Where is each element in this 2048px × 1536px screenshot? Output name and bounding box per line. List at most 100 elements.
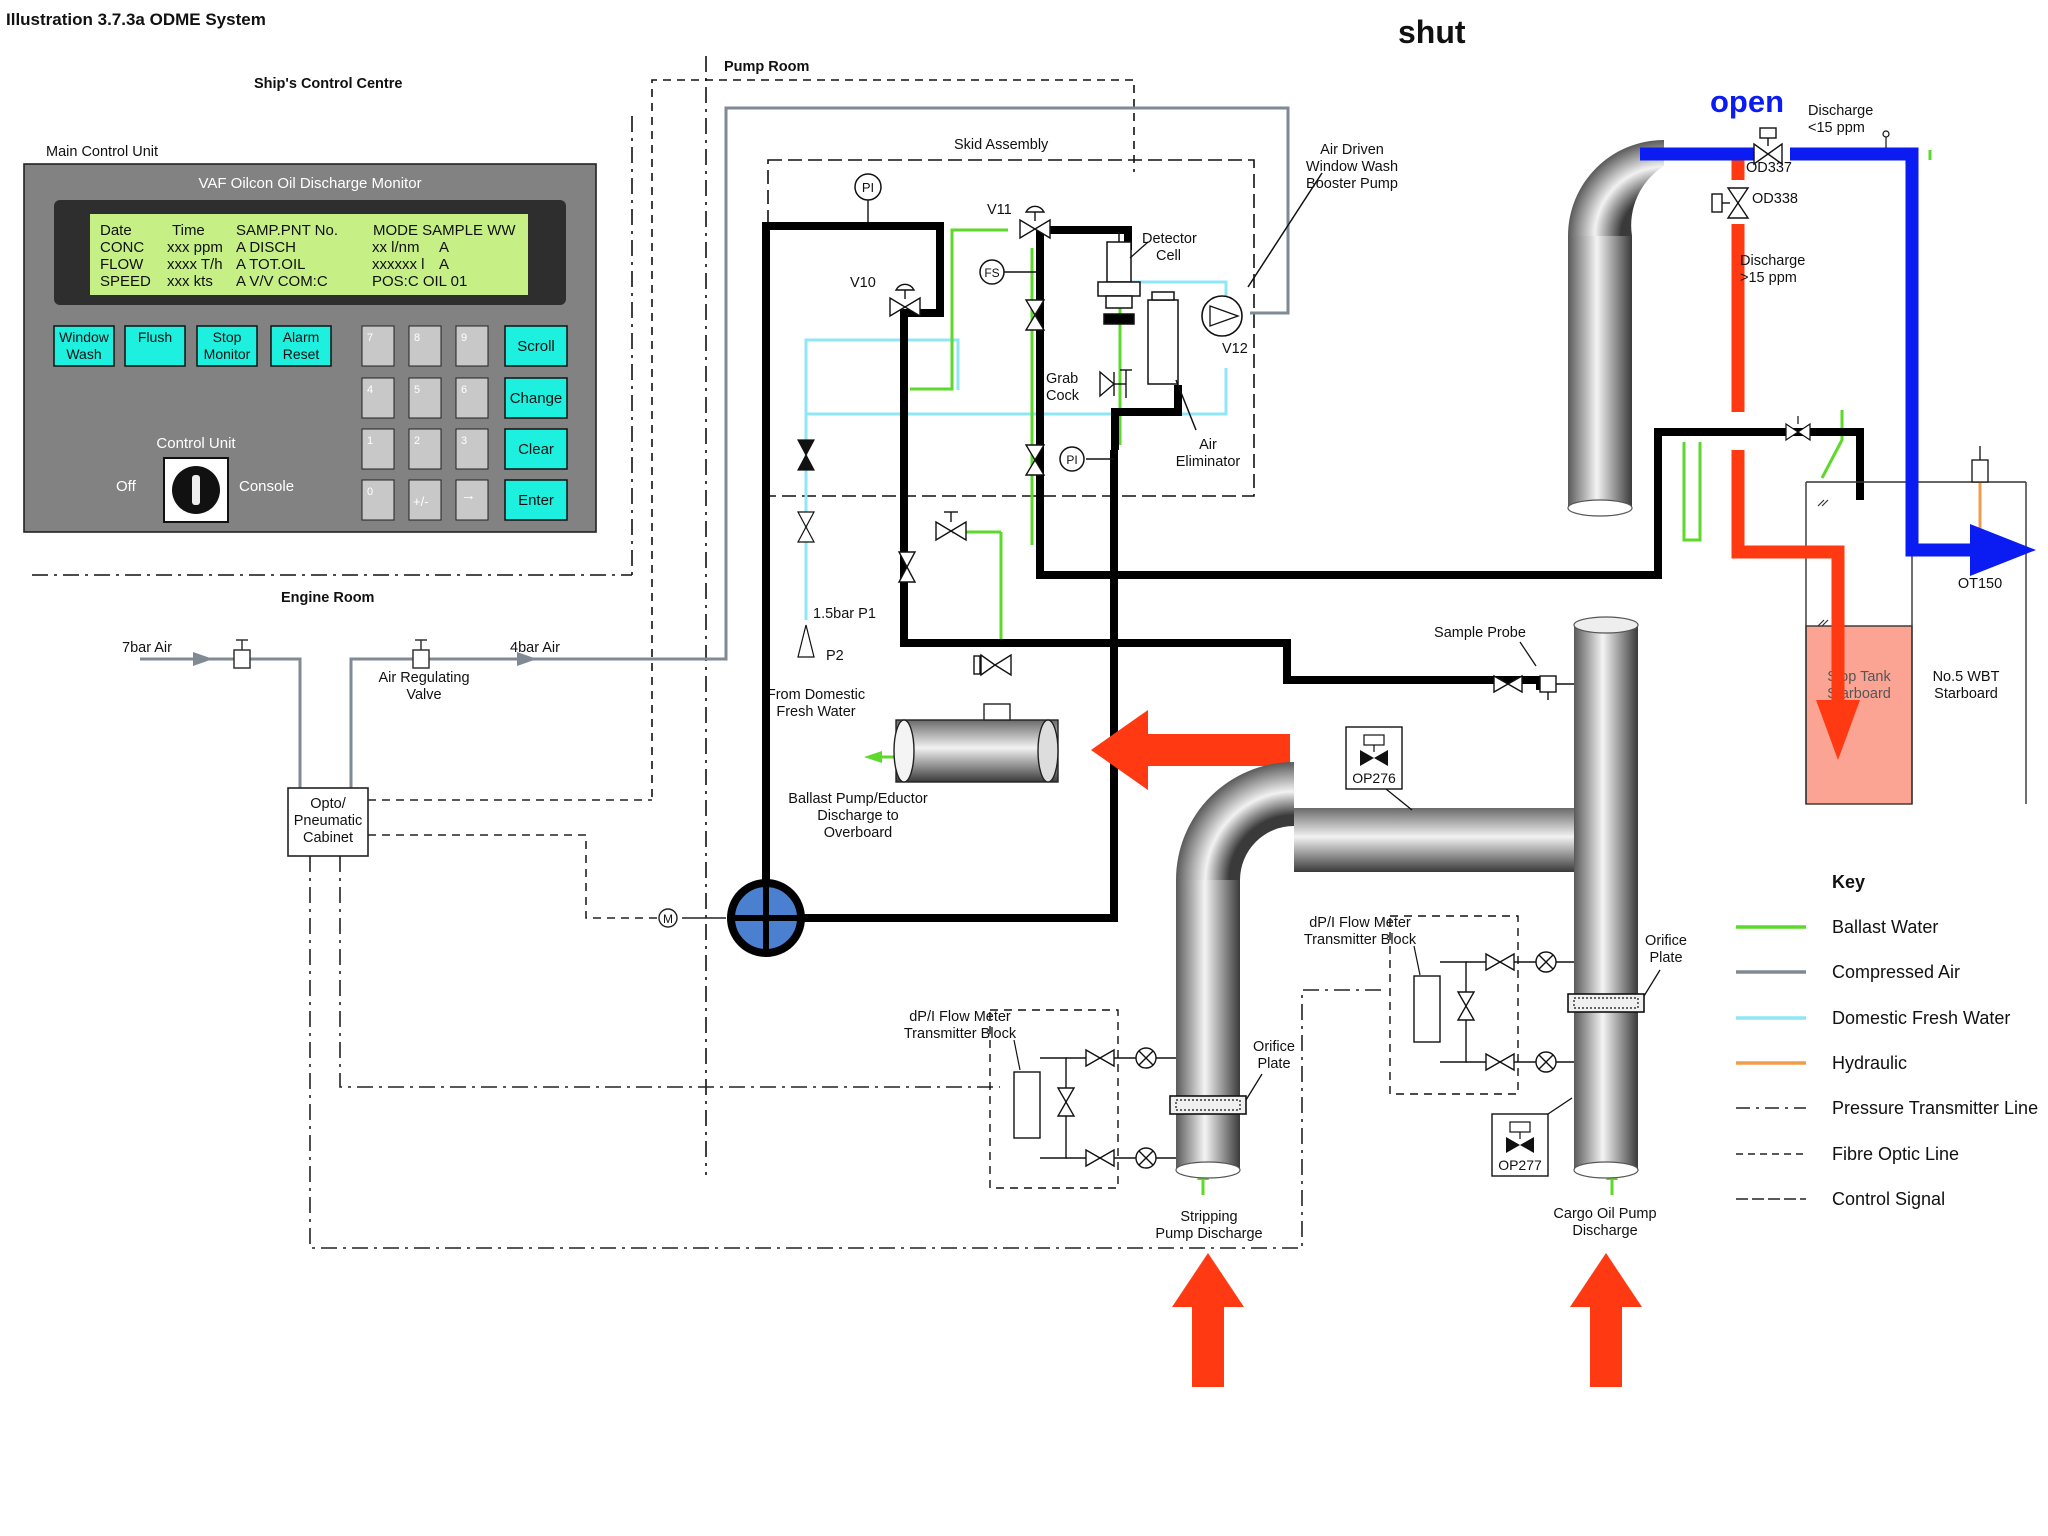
alarm-reset-label-2: Reset [283,346,320,362]
op277-label: OP277 [1498,1157,1542,1173]
stop-monitor-label-1: Stop [213,329,242,345]
keypad-key-7-label: 7 [367,332,373,344]
detector-cell-label-2: Cell [1156,248,1181,264]
lcd-conc-value: xxx ppm [167,239,223,256]
area-skid-assembly: Skid Assembly [954,137,1049,153]
keypad-key-3[interactable]: 3 [455,428,489,470]
lcd-date: Date [100,222,132,239]
air-regulating-valve-label-2: Valve [406,687,441,703]
op276-label: OP276 [1352,770,1396,786]
flowmeter-block-left [989,1009,1176,1189]
overboard-vent-valve [1882,130,1890,148]
sample-probe-label: Sample Probe [1434,625,1526,641]
area-pump-room: Pump Room [724,59,809,75]
air-pump-label-2: Window Wash [1306,159,1398,175]
discharge-open-line [1640,147,1970,557]
fresh-water-label-2: Fresh Water [776,704,855,720]
air-eliminator-label-1: Air [1199,437,1217,453]
keypad-key-arrow[interactable]: → [455,479,489,521]
flush-label: Flush [138,329,172,345]
slop-tank-arrow [1816,700,1860,760]
air-pump-label-3: Booster Pump [1306,176,1398,192]
change-button[interactable]: Change [504,377,568,419]
keypad-key-9-label: 9 [461,332,467,344]
stop-monitor-button[interactable]: Stop Monitor [196,325,258,367]
keypad-key-0-label: 0 [367,486,373,498]
alarm-reset-label-1: Alarm [283,329,320,345]
p2-label: P2 [826,648,844,664]
ballast-water-lines [880,150,1932,1195]
v10-label: V10 [850,275,876,291]
flowmeter-right-label-2: Transmitter Block [1304,932,1417,948]
pi-2-label: PI [1066,453,1077,467]
lcd-litres: xxxxxx l [372,256,425,273]
clear-label: Clear [518,441,554,458]
ballast-pump-label-2: Discharge to [817,808,898,824]
v12-label: V12 [1222,341,1248,357]
lcd-lnm: xx l/nm [372,239,420,256]
keypad-key-6-label: 6 [461,384,467,396]
op276-valve: OP276 [1345,726,1413,811]
mode-selector-switch[interactable] [163,457,229,523]
air-driven-pump [1201,295,1243,337]
lcd-speed: SPEED [100,273,151,290]
cargo-pipe [1573,616,1639,1179]
keypad-key-7[interactable]: 7 [361,325,395,367]
stop-monitor-label-2: Monitor [204,346,251,362]
cargo-pump-label-2: Discharge [1572,1223,1637,1239]
window-wash-label-1: Window [59,329,110,345]
state-open-label: open [1710,84,1784,119]
keypad-key-0[interactable]: 0 [361,479,395,521]
enter-button[interactable]: Enter [504,479,568,521]
keypad: 7 8 9 4 5 6 1 2 3 0 +/- → [361,325,489,521]
air-arrows [193,652,537,666]
keypad-key-1[interactable]: 1 [361,428,395,470]
ballast-eductor [893,703,1059,783]
discharge-lt15-label-1: Discharge [1808,103,1873,119]
key-fibre-optic-line: Fibre Optic Line [1832,1144,1959,1164]
opto-cabinet-label-2: Pneumatic [294,813,363,829]
air-regulating-valve-label-1: Air Regulating [378,670,469,686]
air-4bar-label: 4bar Air [510,640,560,656]
keypad-key-4[interactable]: 4 [361,377,395,419]
keypad-key-4-label: 4 [367,384,373,396]
air-valves [233,639,430,669]
flow-arrow-stripping [1172,1253,1244,1387]
keypad-key-2[interactable]: 2 [408,428,442,470]
scroll-button[interactable]: Scroll [504,325,568,367]
flowmeter-left-label-2: Transmitter Block [904,1026,1017,1042]
area-ships-control-centre: Ship's Control Centre [254,76,402,92]
keypad-key-5[interactable]: 5 [408,377,442,419]
area-engine-room: Engine Room [281,590,374,606]
flow-arrow-cargo [1570,1253,1642,1387]
overboard-arrow [1970,524,2036,576]
area-boundaries [32,56,1255,1175]
area-main-control-unit: Main Control Unit [46,144,158,160]
pi-gauge-bottom: PI [1059,446,1114,472]
window-wash-button[interactable]: Window Wash [53,325,115,367]
off-label: Off [116,478,137,495]
motor-symbol: M [658,908,678,928]
lcd-conc-a: A [439,239,449,256]
lcd-disch: A DISCH [236,239,296,256]
flush-button[interactable]: Flush [124,325,186,367]
opto-cabinet-label-3: Cabinet [303,830,353,846]
wbt-label-2: Starboard [1934,686,1998,702]
grab-cock-label-2: Cock [1046,388,1080,404]
lcd-flow: FLOW [100,256,144,273]
key-ballast-water: Ballast Water [1832,917,1938,937]
lcd-samp-pnt: SAMP.PNT No. [236,222,338,239]
control-unit-label: Control Unit [156,435,236,452]
keypad-key-1-label: 1 [367,435,373,447]
key-title: Key [1832,872,1865,892]
keypad-key-plus-minus[interactable]: +/- [408,479,442,521]
clear-button[interactable]: Clear [504,428,568,470]
lcd-conc: CONC [100,239,144,256]
alarm-reset-button[interactable]: Alarm Reset [270,325,332,367]
keypad-key-9[interactable]: 9 [455,325,489,367]
sample-return-circle [727,879,805,957]
ot150-label: OT150 [1958,576,2002,592]
sample-line [762,222,1864,922]
keypad-key-8[interactable]: 8 [408,325,442,367]
keypad-key-6[interactable]: 6 [455,377,489,419]
